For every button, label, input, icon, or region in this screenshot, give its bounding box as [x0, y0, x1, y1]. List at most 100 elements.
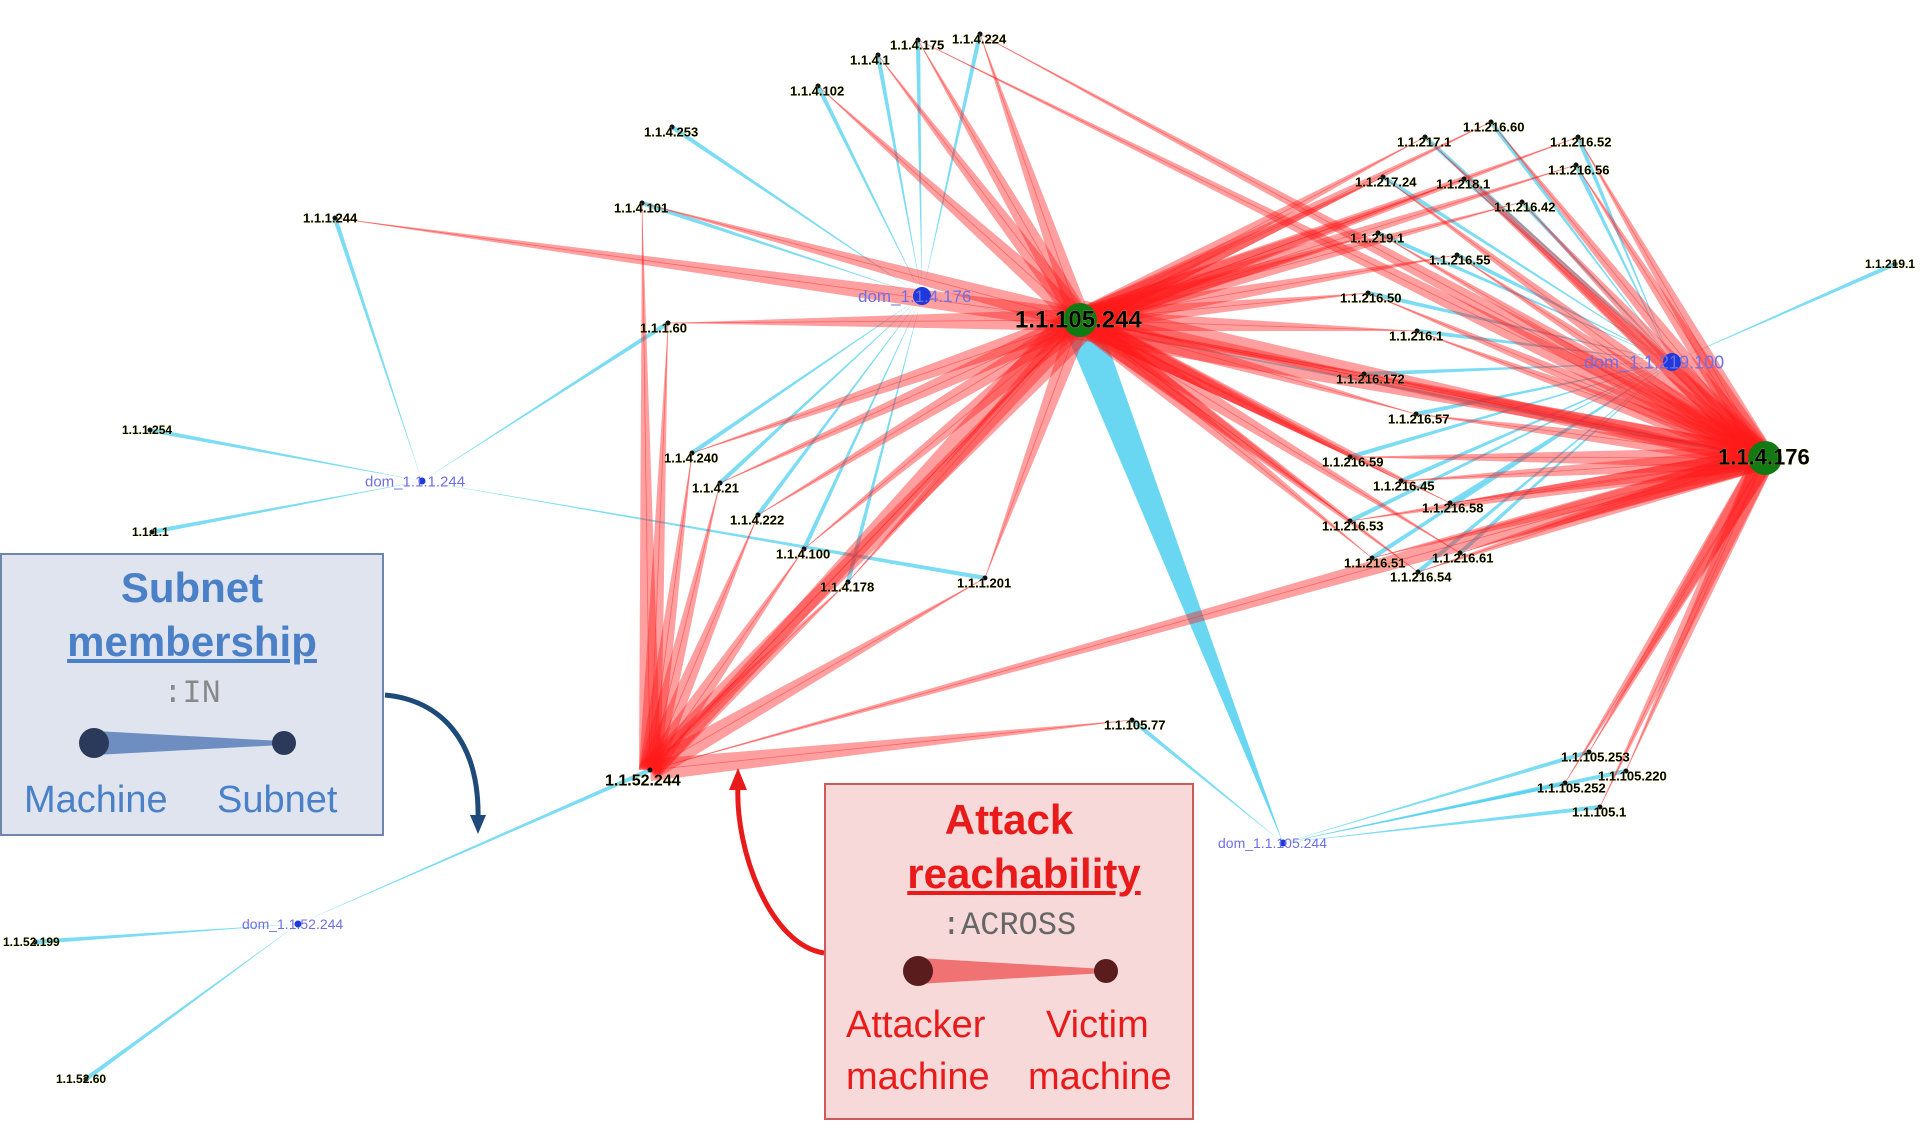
- subnet-membership-edges: [34, 33, 1896, 1081]
- attack-edge: [1074, 137, 1425, 330]
- attack-edge-line: [984, 319, 1081, 579]
- machine-node: [639, 200, 645, 206]
- across-legend-arrow: [735, 785, 825, 956]
- attack-edge-line: [649, 452, 693, 771]
- subnet-edge: [1283, 749, 1590, 843]
- subnet-edge: [1575, 136, 1672, 362]
- subnet-node: [418, 477, 426, 485]
- attack-edge-line: [1521, 201, 1766, 459]
- machine-label: 1.1.1.1: [132, 525, 169, 539]
- attack-edge-line: [757, 319, 1081, 516]
- attack-edge: [668, 309, 1081, 331]
- attack-edge: [1078, 293, 1368, 331]
- attack-edge-line: [1349, 456, 1766, 459]
- attack-edge: [1076, 300, 1765, 458]
- subnet-edge: [151, 481, 422, 535]
- attack-edge-line: [1459, 457, 1766, 554]
- attack-edge-line: [979, 33, 1081, 321]
- subnet-edge: [1462, 177, 1672, 362]
- machine-node: [1063, 303, 1097, 337]
- machine-label: 1.1.52.60: [56, 1072, 106, 1086]
- attack-edge: [1522, 202, 1773, 466]
- attack-edge: [804, 311, 1088, 549]
- attack-edge-line: [667, 319, 1081, 324]
- machine-node: [332, 215, 338, 221]
- attack-edge: [1075, 310, 1350, 457]
- attack-edge-line: [1079, 319, 1417, 415]
- attack-edge-line: [649, 514, 759, 771]
- machine-label: 1.1.216.58: [1422, 501, 1483, 516]
- attack-edge: [1350, 447, 1766, 469]
- machine-label: 1.1.4.222: [730, 513, 784, 528]
- machine-node: [665, 320, 671, 326]
- subnet-edge: [422, 481, 986, 581]
- machine-node: [1398, 478, 1404, 484]
- machine-label: 1.1.216.42: [1494, 200, 1555, 215]
- legend-across-to-1: Victim: [1046, 1004, 1149, 1046]
- machine-label: 1.1.218.1: [1436, 177, 1490, 192]
- machine-label: 1.1.216.55: [1429, 253, 1490, 268]
- subnet-edge: [756, 296, 922, 517]
- subnet-edge: [1400, 362, 1672, 484]
- attack-edge: [648, 720, 1132, 781]
- subnet-node: [1663, 353, 1681, 371]
- subnet-edge: [922, 33, 983, 297]
- attack-edge-line: [1625, 457, 1766, 772]
- machine-node: [1413, 411, 1419, 417]
- attack-edge: [642, 203, 1083, 331]
- attack-edge: [1418, 447, 1769, 572]
- subnet-membership-legend: Subnet membership :IN Machine Subnet: [0, 553, 384, 836]
- attack-edge: [650, 306, 1095, 770]
- attack-edge: [1401, 447, 1766, 481]
- attack-edge-line: [1079, 319, 1461, 554]
- subnet-edge: [422, 321, 670, 481]
- attack-edge: [335, 218, 1082, 331]
- machine-label: 1.1.52.244: [605, 773, 681, 790]
- machine-label: 1.1.216.52: [1550, 135, 1611, 150]
- node-labels: 1.1.105.2441.1.4.1761.1.52.244dom_1.1.4.…: [3, 31, 1916, 1086]
- attack-edge-line: [1577, 136, 1766, 459]
- machine-node: [1457, 550, 1463, 556]
- attack-edge-line: [1424, 136, 1766, 459]
- attack-edge: [650, 447, 1768, 770]
- machine-node: [1575, 134, 1581, 140]
- attack-edge-line: [649, 319, 1081, 771]
- attack-edge: [1491, 122, 1774, 465]
- attack-edge-line: [1456, 254, 1766, 459]
- machine-label: 1.1.105.252: [1537, 781, 1606, 796]
- subnet-edge: [1458, 362, 1672, 555]
- subnet-edge: [1377, 230, 1672, 362]
- attack-edge-line: [649, 548, 805, 771]
- attack-edge: [1626, 453, 1776, 771]
- legend-across-from-1: Attacker: [846, 1004, 986, 1046]
- attack-edge-line: [691, 319, 1081, 454]
- machine-label: 1.1.217.24: [1355, 175, 1417, 190]
- in-legend-arrowhead: [470, 815, 486, 834]
- machine-label: 1.1.4.21: [692, 481, 739, 496]
- machine-label: 1.1.216.59: [1322, 455, 1383, 470]
- attack-edge: [1078, 255, 1457, 331]
- subnet-edge: [1520, 200, 1672, 362]
- machine-node: [83, 1076, 89, 1082]
- attack-edge: [1080, 320, 1768, 469]
- attack-edge: [1578, 137, 1775, 464]
- subnet-edge: [1423, 135, 1672, 362]
- machine-node: [1380, 174, 1386, 180]
- attack-edge: [1075, 122, 1491, 330]
- attack-edge-line: [1079, 319, 1373, 559]
- machine-node: [1454, 252, 1460, 258]
- machine-label: 1.1.4.100: [776, 547, 830, 562]
- node-markers: [32, 31, 1898, 1082]
- machine-node: [801, 546, 807, 552]
- attack-edge-line: [649, 482, 721, 771]
- machine-node: [1447, 500, 1453, 506]
- subnet-node: [913, 287, 931, 305]
- machine-label: 1.1.4.101: [614, 201, 668, 216]
- subnet-edge: [1489, 120, 1672, 362]
- subnet-edge: [670, 125, 922, 297]
- attack-edge-line: [649, 319, 1081, 771]
- attack-edge-line: [1079, 136, 1426, 321]
- legend-in-code: :IN: [163, 675, 221, 712]
- machine-label: 1.1.1.244: [303, 211, 358, 226]
- attack-edge-line: [1416, 330, 1766, 459]
